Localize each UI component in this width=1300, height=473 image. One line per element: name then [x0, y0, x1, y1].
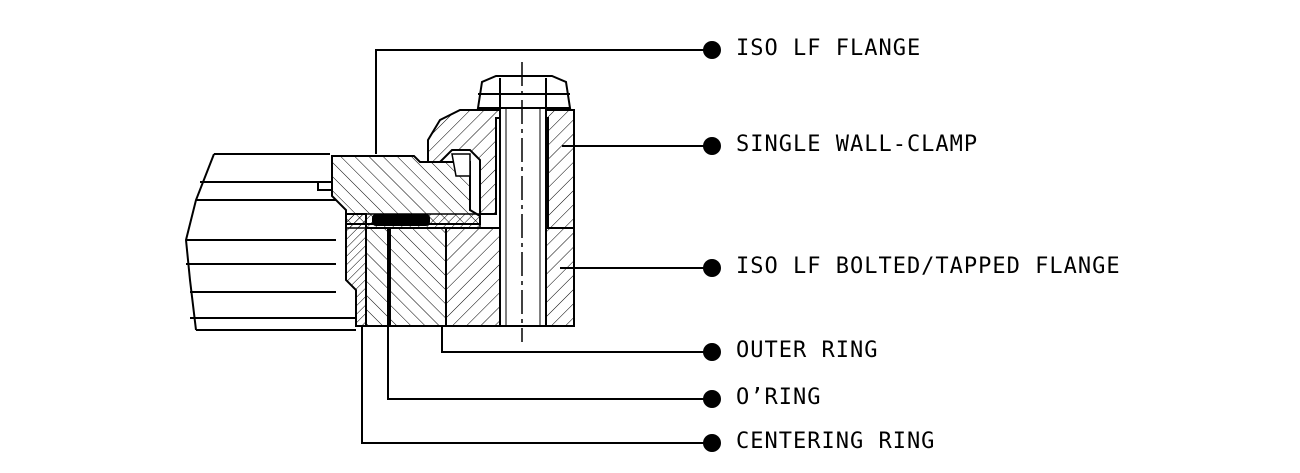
dot-o-ring: [703, 390, 721, 408]
leader-outer-ring: [441, 326, 712, 353]
label-iso-lf-flange: ISO LF FLANGE: [736, 36, 922, 61]
bolt-head: [476, 75, 572, 109]
label-o-ring: O’RING: [736, 385, 822, 410]
dot-outer-ring: [703, 343, 721, 361]
dot-bolted-tapped-flange: [703, 259, 721, 277]
dot-centering-ring: [703, 434, 721, 452]
leader-iso-lf-flange: [375, 49, 712, 154]
bolt-shank: [499, 62, 547, 342]
tube-section: [184, 153, 356, 331]
label-outer-ring: OUTER RING: [736, 338, 879, 363]
label-single-wall-clamp: SINGLE WALL-CLAMP: [736, 132, 979, 157]
o-ring-part: [372, 214, 430, 226]
outer-ring-part: [389, 227, 447, 327]
leader-o-ring: [387, 228, 712, 400]
dot-iso-lf-flange: [703, 41, 721, 59]
leader-centering-ring: [361, 326, 712, 444]
leader-lines: [361, 49, 712, 444]
label-iso-lf-bolted-tapped-flange: ISO LF BOLTED/TAPPED FLANGE: [736, 254, 1121, 279]
label-centering-ring: CENTERING RING: [736, 429, 936, 454]
dot-single-wall-clamp: [703, 137, 721, 155]
leader-dots: [703, 41, 721, 452]
